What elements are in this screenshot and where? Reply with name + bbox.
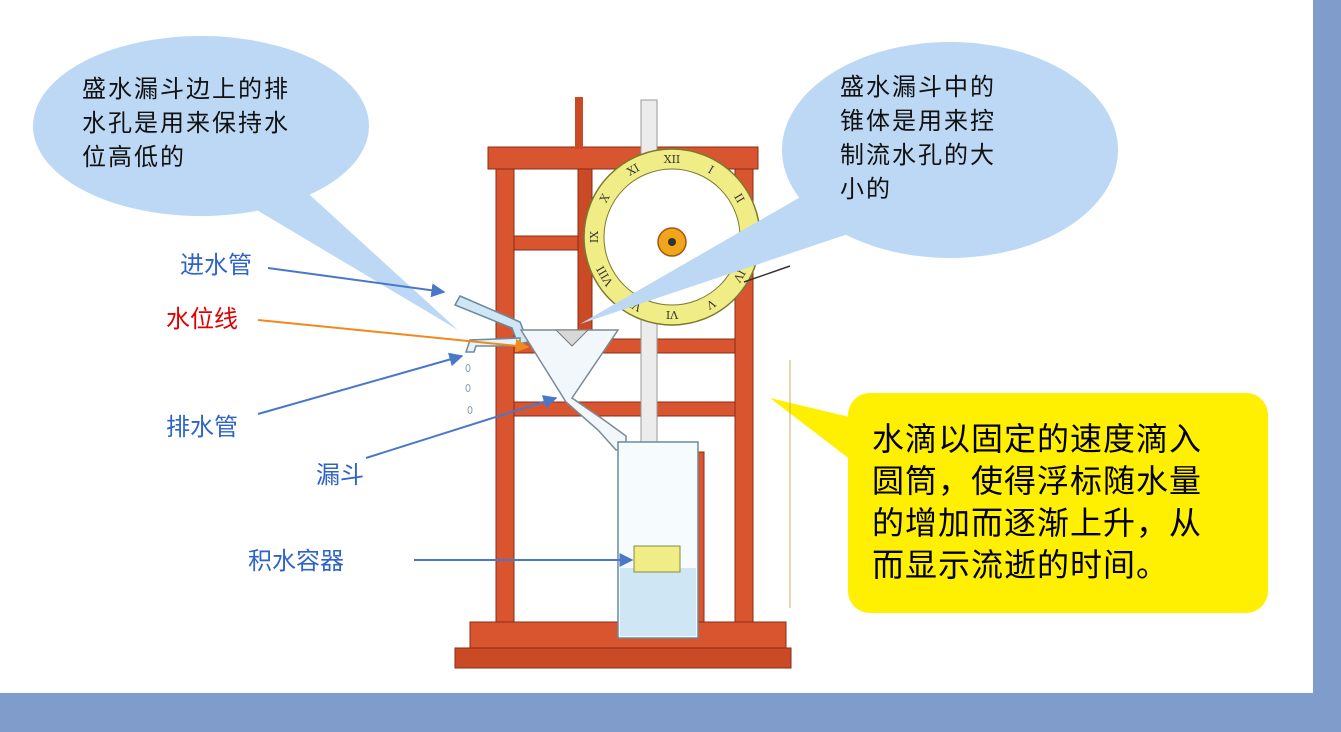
- arrow-waterline: [257, 319, 530, 353]
- bubble-right-text: 盛水漏斗中的 锥体是用来控 制流水孔的大 小的: [840, 73, 996, 203]
- label-container: 积水容器: [248, 547, 344, 575]
- label-inlet-pipe: 进水管: [180, 251, 252, 279]
- cone-plug: [554, 329, 590, 347]
- dial-numeral: I: [706, 163, 716, 176]
- arrow-inlet: [267, 267, 446, 298]
- label-drain-pipe: 排水管: [166, 413, 238, 441]
- bubble-left: [33, 36, 458, 330]
- label-water-line: 水位线: [166, 305, 238, 333]
- dial-numeral: IX: [588, 231, 601, 243]
- dial-numeral: VI: [666, 308, 679, 321]
- arrow-funnel: [365, 395, 558, 459]
- note-callout: [770, 393, 1268, 613]
- container: [617, 441, 699, 639]
- bottom-band: [0, 693, 1341, 732]
- water-drops: [465, 364, 630, 534]
- note-text: 水滴以固定的速度滴入 圆筒，使得浮标随水量 的增加而逐渐上升，从 而显示流逝的时…: [872, 420, 1203, 584]
- label-funnel: 漏斗: [316, 461, 364, 489]
- bubble-right: [580, 42, 1118, 324]
- right-band: [1313, 0, 1341, 732]
- dial-numeral: XI: [625, 161, 642, 178]
- dial-numeral: XII: [664, 153, 681, 166]
- arrow-drain: [257, 352, 464, 415]
- bubble-left-text: 盛水漏斗边上的排 水孔是用来保持水 位高低的: [82, 75, 290, 171]
- inlet-pipe: [453, 295, 530, 345]
